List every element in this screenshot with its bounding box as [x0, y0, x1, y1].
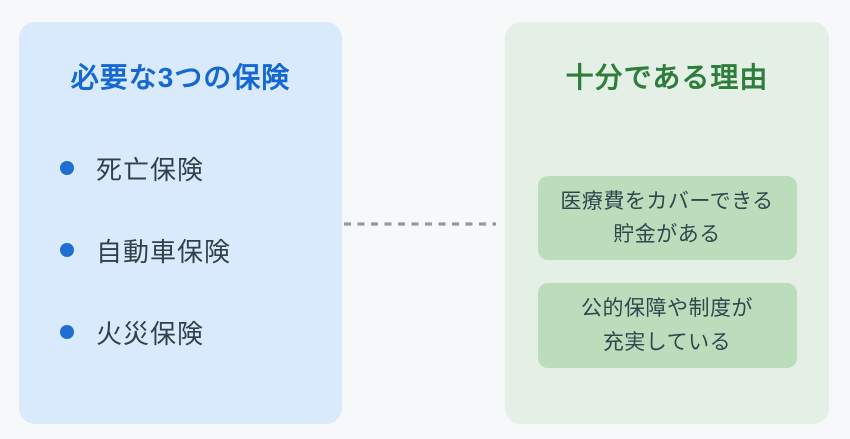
insurance-list: 死亡保険 自動車保険 火災保険 [19, 154, 342, 349]
necessary-insurance-title: 必要な3つの保険 [70, 62, 291, 93]
bullet-icon [60, 161, 74, 175]
list-item-car-insurance: 自動車保険 [60, 236, 342, 267]
list-item-death-insurance: 死亡保険 [60, 154, 342, 185]
sufficiency-reasons-panel: 十分である理由 医療費をカバーできる 貯金がある 公的保障や制度が 充実している [505, 22, 829, 424]
insurance-label: 火災保険 [96, 318, 205, 349]
insurance-label: 死亡保険 [96, 154, 205, 185]
sufficiency-reasons-title: 十分である理由 [565, 62, 769, 93]
insurance-label: 自動車保険 [96, 236, 232, 267]
bullet-icon [60, 325, 74, 339]
list-item-fire-insurance: 火災保険 [60, 318, 342, 349]
reason-box-group: 医療費をカバーできる 貯金がある 公的保障や制度が 充実している [505, 176, 829, 368]
reason-box-public-system: 公的保障や制度が 充実している [537, 283, 797, 368]
necessary-insurance-panel: 必要な3つの保険 死亡保険 自動車保険 火災保険 [19, 22, 342, 424]
bullet-icon [60, 243, 74, 257]
dashed-connector-line [344, 222, 496, 226]
reason-box-savings: 医療費をカバーできる 貯金がある [537, 176, 797, 261]
